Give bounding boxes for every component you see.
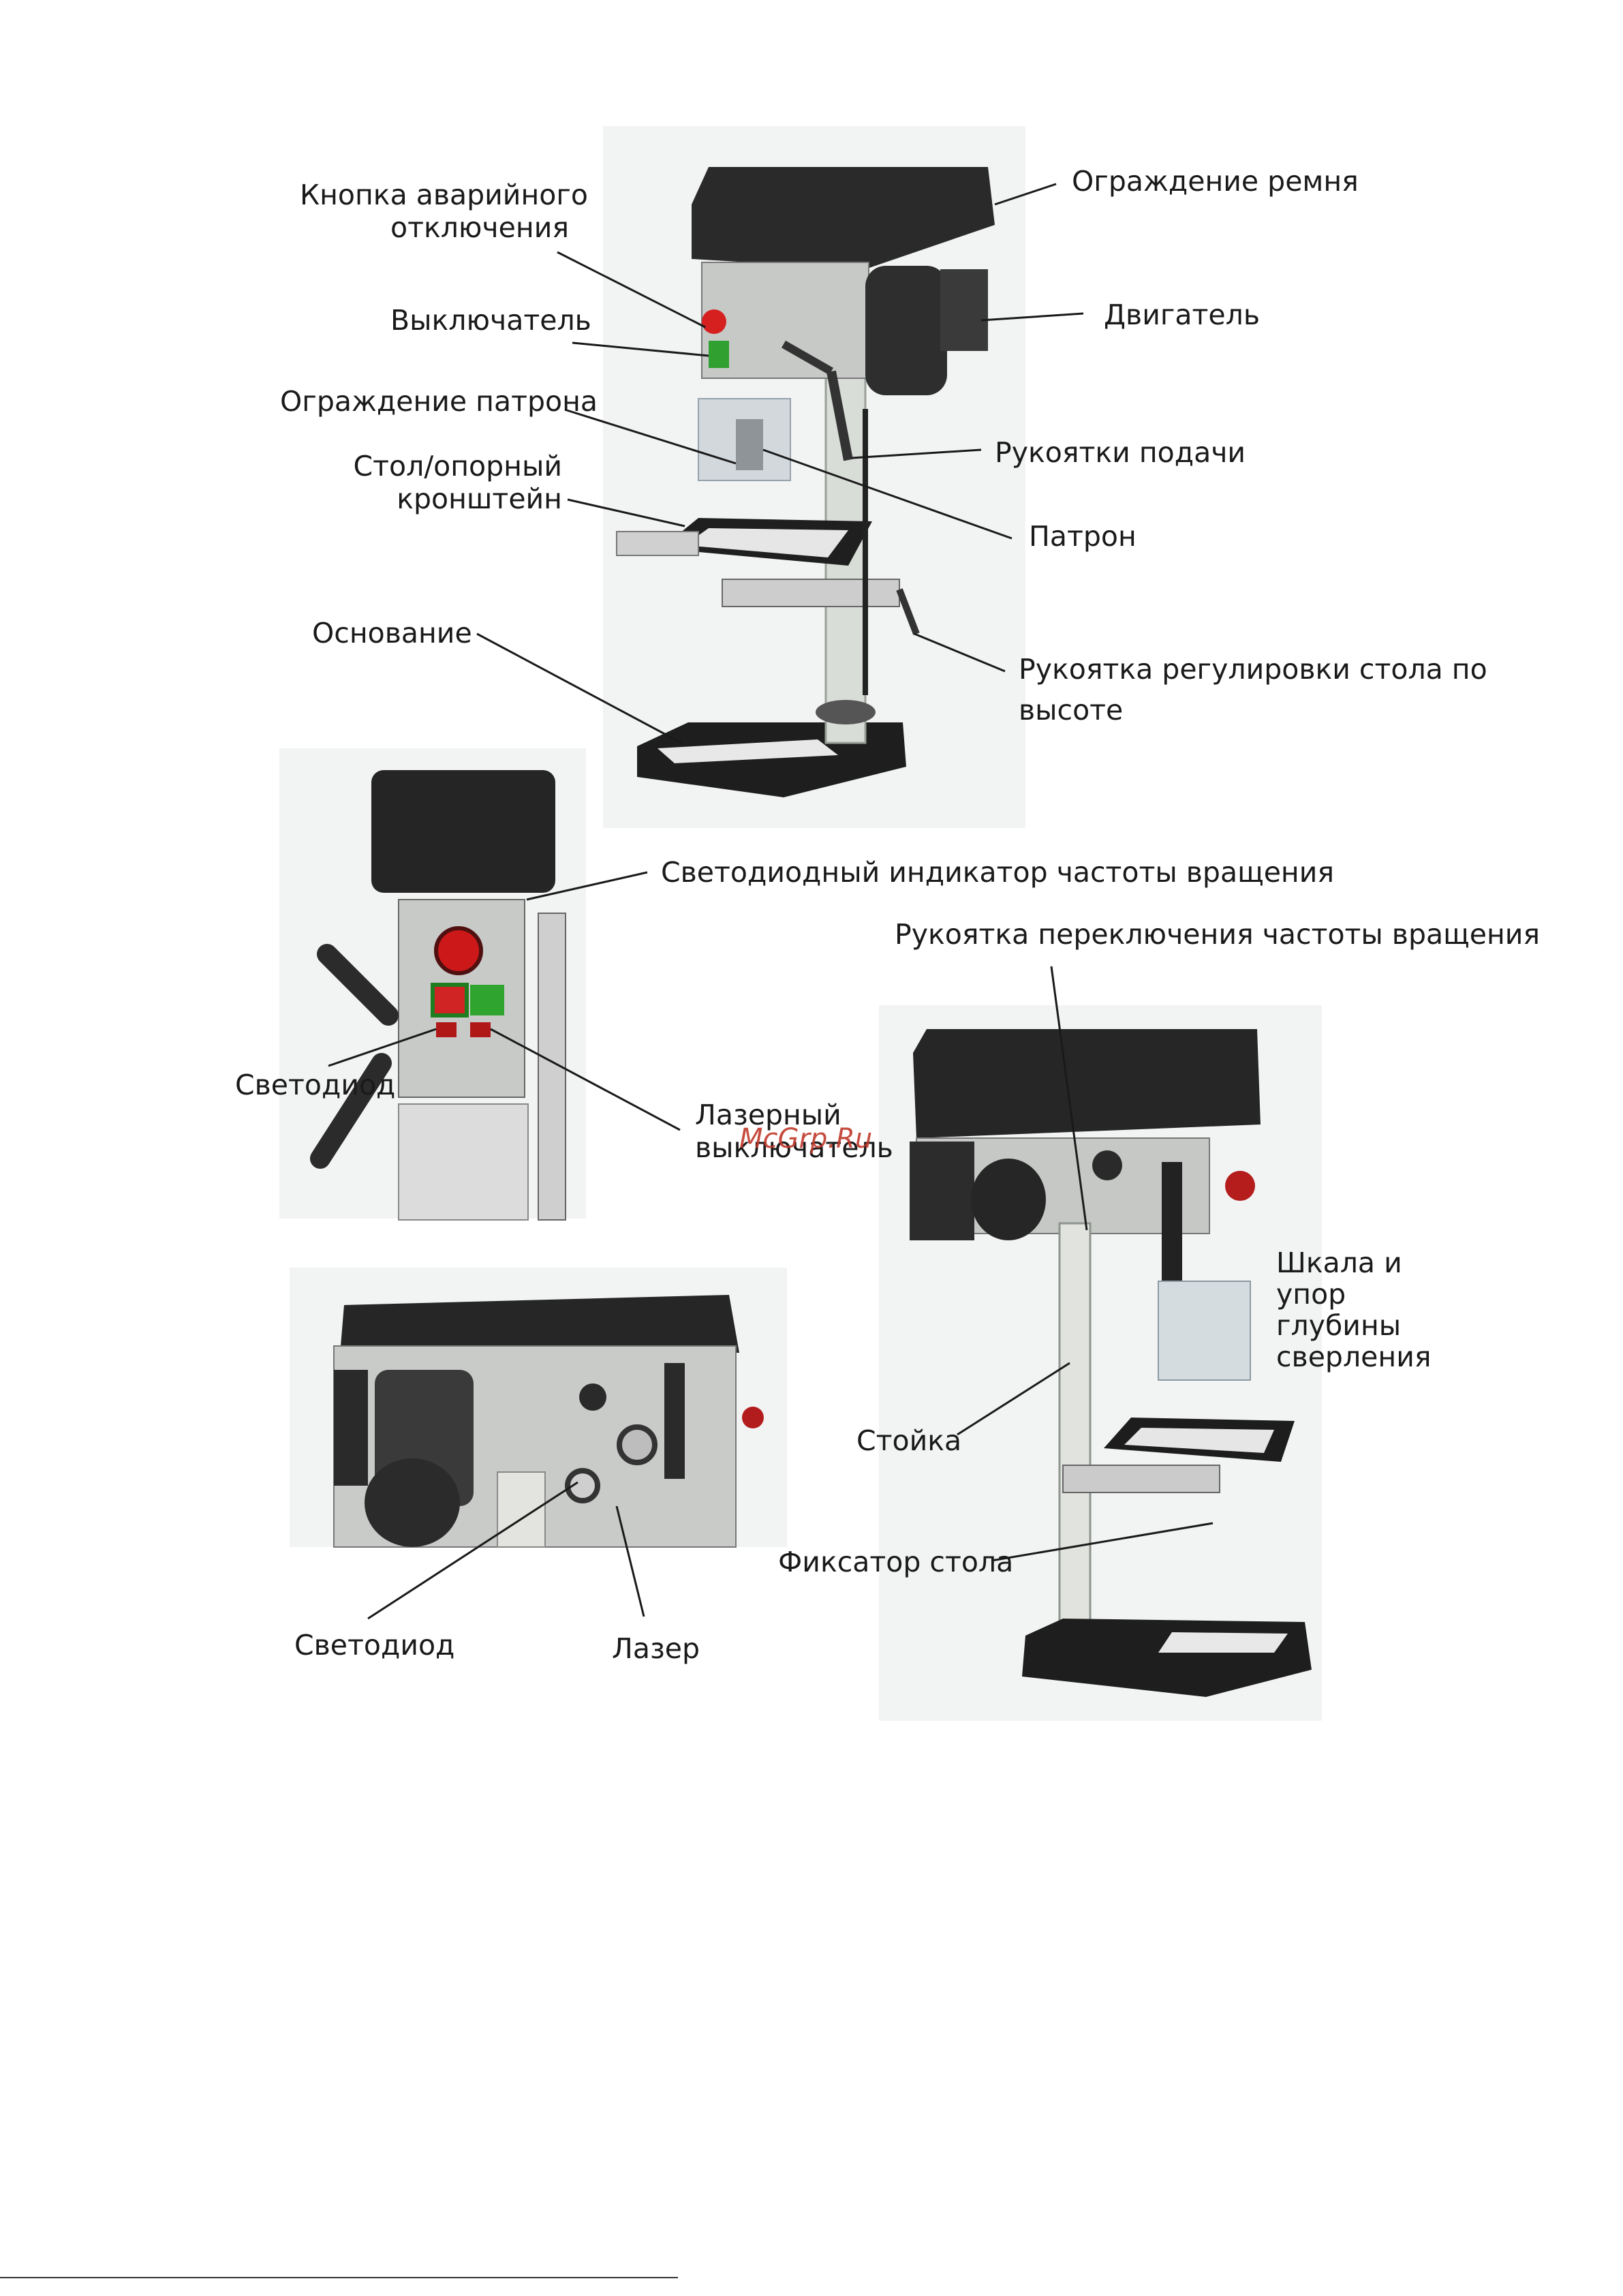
label-belt-guard: Ограждение ремня bbox=[1072, 165, 1359, 198]
label-table-height-line1: Рукоятка регулировки стола по bbox=[1019, 653, 1487, 686]
label-led-speed-indicator: Светодиодный индикатор частоты вращения bbox=[661, 856, 1335, 889]
label-table-bracket-line1: Стол/опорный bbox=[353, 450, 562, 483]
label-laser-switch-line1: Лазерный bbox=[695, 1099, 841, 1131]
label-column: Стойка bbox=[856, 1424, 962, 1457]
label-laser-switch: Лазерный выключатель bbox=[695, 1099, 893, 1164]
label-depth-scale-line3: глубины bbox=[1276, 1309, 1402, 1342]
leader-lines bbox=[328, 183, 1214, 1620]
label-laser-switch-line2: выключатель bbox=[695, 1131, 893, 1164]
control-panel-closeup-icon bbox=[310, 770, 566, 1221]
drill-press-main-icon bbox=[616, 167, 995, 797]
label-table-height-handle: Рукоятка регулировки стола по высоте bbox=[1019, 653, 1487, 726]
label-emergency-stop: Кнопка аварийного отключения bbox=[300, 179, 588, 244]
footnote-separator bbox=[0, 2277, 678, 2278]
label-led-fig2: Светодиод bbox=[235, 1069, 396, 1101]
label-chuck-guard: Ограждение патрона bbox=[280, 385, 598, 418]
label-chuck: Патрон bbox=[1029, 520, 1137, 553]
label-depth-scale-line4: сверления bbox=[1276, 1341, 1432, 1373]
label-led-fig4: Светодиод bbox=[294, 1629, 455, 1662]
label-feed-handles: Рукоятки подачи bbox=[995, 436, 1246, 469]
label-base: Основание bbox=[312, 617, 472, 649]
label-depth-scale-line1: Шкала и bbox=[1276, 1246, 1402, 1279]
label-laser: Лазер bbox=[612, 1632, 700, 1665]
underside-closeup-icon bbox=[333, 1295, 764, 1548]
label-table-height-line2: высоте bbox=[1019, 694, 1124, 726]
label-emergency-stop-line2: отключения bbox=[390, 211, 569, 244]
label-speed-handle: Рукоятка переключения частоты вращения bbox=[895, 918, 1541, 951]
label-switch: Выключатель bbox=[390, 304, 591, 337]
label-depth-scale-line2: упор bbox=[1276, 1278, 1346, 1311]
label-emergency-stop-line1: Кнопка аварийного bbox=[300, 179, 588, 211]
drill-press-side-icon bbox=[910, 1029, 1312, 1697]
watermark: McGrp.Ru bbox=[739, 1123, 873, 1154]
label-table-bracket-line2: кронштейн bbox=[397, 483, 562, 515]
label-motor: Двигатель bbox=[1104, 299, 1260, 331]
label-table-bracket: Стол/опорный кронштейн bbox=[334, 450, 562, 515]
label-depth-scale: Шкала и упор глубины сверления bbox=[1276, 1247, 1432, 1373]
label-table-lock: Фиксатор стола bbox=[778, 1546, 1014, 1578]
